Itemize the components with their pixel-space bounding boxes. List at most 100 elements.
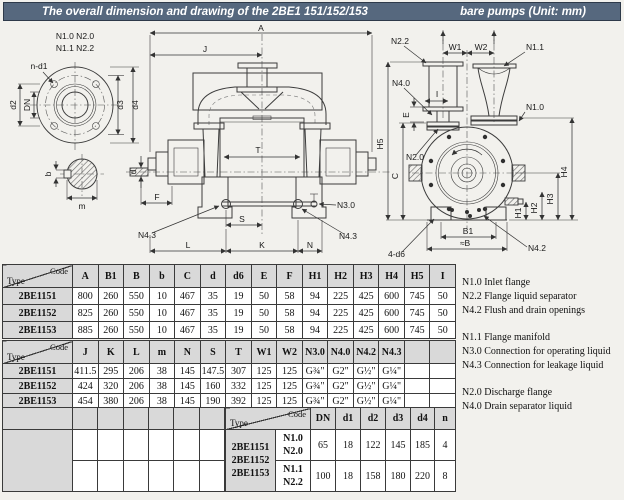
column-header: d [199, 264, 227, 288]
table-cell: 600 [378, 304, 405, 322]
dim-H4: H4 [559, 166, 569, 177]
table-cell: G½" [352, 363, 380, 379]
table-cell: 147.5 [199, 363, 227, 379]
column-header: F [276, 264, 303, 288]
column-header [403, 340, 431, 364]
corner-cell: Code Type [225, 407, 311, 430]
table-cell: 4 [434, 429, 456, 461]
flange-view: N1.0 N2.0 N1.1 N2.2 n-d1 d2 DN [8, 31, 140, 150]
table-cell: 19 [225, 321, 252, 339]
legend-item: N1.0 Inlet flange [462, 277, 531, 288]
table-cell: 38 [148, 363, 176, 379]
table-cell: 19 [225, 287, 252, 305]
column-header: m [148, 340, 176, 364]
bolt-note-label: n-d1 [30, 61, 47, 71]
table-cell: 180 [385, 460, 411, 492]
dim-m: m [78, 201, 85, 211]
column-header: W1 [250, 340, 278, 364]
table-cell: 225 [327, 321, 354, 339]
flange-view-label-row1: N1.0 N2.0 [56, 31, 95, 41]
legend-item: N1.1 Flange manifold [462, 332, 551, 343]
table-cell: 58 [276, 304, 303, 322]
column-header: L [123, 340, 150, 364]
header-bar: The overall dimension and drawing of the… [3, 2, 621, 21]
label-n43-right: N4.3 [339, 231, 357, 241]
dim-E: E [401, 112, 411, 118]
legend-item: N2.0 Discharge flange [462, 387, 553, 398]
filler-row [2, 429, 226, 492]
column-header [429, 340, 456, 364]
table-cell: 206 [123, 363, 150, 379]
column-header: W2 [276, 340, 303, 364]
table-cell: 424 [72, 378, 99, 394]
table-cell: 332 [225, 378, 252, 394]
table-cell: 320 [97, 378, 125, 394]
table-cell: G¾" [301, 363, 329, 379]
dim-A: A [258, 23, 264, 33]
column-header: N3.0 [301, 340, 329, 364]
column-header: N4.2 [352, 340, 380, 364]
table-cell: 295 [97, 363, 125, 379]
dim-L: L [186, 240, 191, 250]
table-cell: 18 [335, 460, 361, 492]
dim-W1: W1 [449, 42, 462, 52]
table-cell: 467 [174, 321, 201, 339]
table-cell: 35 [199, 321, 227, 339]
table-cell: G¼" [378, 378, 405, 394]
table-cell: 8 [434, 460, 456, 492]
table-cell: 745 [403, 304, 431, 322]
table-cell: 122 [360, 429, 386, 461]
column-header: I [429, 264, 456, 288]
table-cell: 600 [378, 287, 405, 305]
flange-legend: N1.0 Inlet flange N2.2 Flange liquid sep… [462, 276, 622, 427]
row-type-label: 2BE1152 [2, 304, 73, 322]
label-n20: N2.0 [406, 152, 424, 162]
table-cell: 145 [174, 378, 201, 394]
label-n11: N1.1 [526, 42, 544, 52]
column-header: d4 [410, 407, 435, 430]
column-header: H3 [352, 264, 380, 288]
table-cell: 190 [199, 393, 227, 409]
table-cell: 100 [310, 460, 336, 492]
dim-W2: W2 [475, 42, 488, 52]
dim-H1: H1 [513, 207, 523, 218]
legend-item: N3.0 Connection for operating liquid [462, 346, 611, 357]
column-header: K [97, 340, 125, 364]
table-cell: 18 [335, 429, 361, 461]
legend-group: N1.0 Inlet flange N2.2 Flange liquid sep… [462, 276, 622, 318]
column-header: E [250, 264, 278, 288]
flange-table: Code Type DN d1 d2 d3 d4 n 2BE1151 2BE11… [225, 407, 456, 492]
filler-header-row [2, 407, 226, 430]
dim-F: F [154, 192, 159, 202]
column-header: b [148, 264, 176, 288]
dim-J: J [203, 44, 207, 54]
pump-side-view: W1 W2 E I [375, 30, 578, 259]
dim-I: I [436, 89, 438, 99]
table-cell: 38 [148, 378, 176, 394]
row-type-label: 2BE1153 [2, 321, 73, 339]
dim-C: C [390, 173, 400, 179]
dim-d4: d4 [130, 100, 140, 110]
label-n30: N3.0 [337, 200, 355, 210]
table-cell: G½" [352, 378, 380, 394]
corner-code-label: Code [288, 409, 306, 419]
dim-K: K [259, 240, 265, 250]
shaft-section: b m [43, 154, 104, 211]
pump-front-view: A J [126, 23, 392, 254]
table-cell: 550 [123, 304, 150, 322]
table-cell: G¼" [378, 363, 405, 379]
column-header: H1 [301, 264, 329, 288]
table-cell: 94 [301, 287, 329, 305]
column-header: A [72, 264, 99, 288]
page-title-unit: bare pumps (Unit: mm) [460, 5, 586, 18]
table-cell: 19 [225, 304, 252, 322]
table-cell: 10 [148, 304, 176, 322]
dim-H3: H3 [545, 193, 555, 204]
corner-cell: Code Type [2, 340, 73, 364]
table-cell: 185 [410, 429, 435, 461]
table-cell: 58 [276, 287, 303, 305]
legend-item: N4.3 Connection for leakage liquid [462, 360, 604, 371]
table-cell: 94 [301, 321, 329, 339]
